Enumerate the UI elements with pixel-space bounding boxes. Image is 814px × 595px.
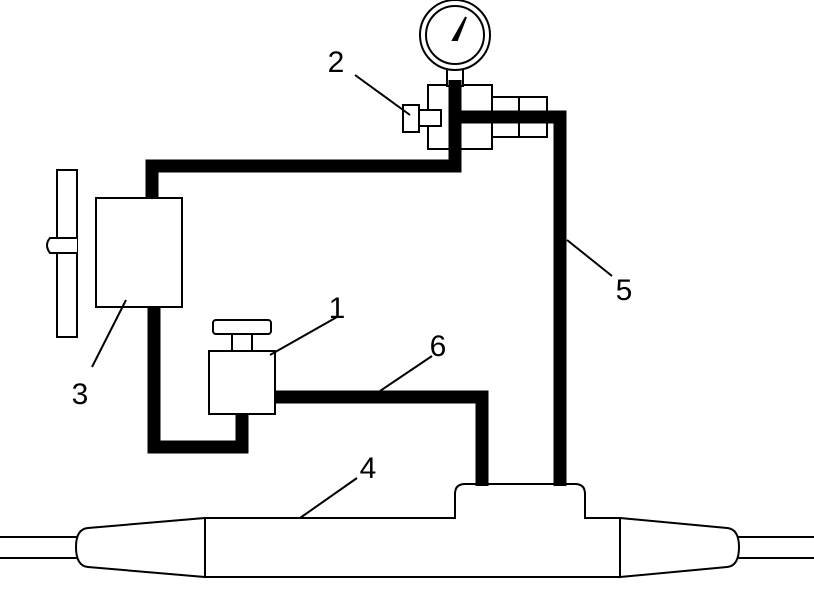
- leader-2: [354, 74, 411, 116]
- regulator-knob: [212, 319, 272, 335]
- leader-3: [91, 299, 127, 368]
- valve-3: [46, 169, 183, 338]
- callout-6: 6: [430, 330, 447, 363]
- regulator-neck: [231, 333, 253, 352]
- hose-valve-to-gauge: [145, 80, 462, 198]
- callout-2: 2: [328, 46, 345, 79]
- leader-1: [269, 316, 338, 356]
- regulator-body: [208, 350, 276, 415]
- right-cone: [619, 516, 741, 579]
- regulator-1: [208, 319, 276, 415]
- hose-valve-to-regulator: [147, 307, 249, 454]
- callout-5: 5: [616, 274, 633, 307]
- valve-body: [95, 197, 183, 308]
- callout-3: 3: [72, 378, 89, 411]
- bolt-shank: [416, 109, 442, 127]
- valve-stem: [46, 237, 77, 254]
- hoses: [145, 80, 567, 486]
- bolt-head: [402, 104, 420, 133]
- leader-4: [299, 477, 358, 519]
- leader-6: [379, 355, 433, 392]
- hose-6: [274, 390, 489, 486]
- joint-body: [204, 483, 621, 578]
- left-cone: [74, 516, 206, 579]
- callout-1: 1: [329, 292, 346, 325]
- leader-lines: [91, 74, 613, 519]
- pipeline: [0, 483, 814, 579]
- block-passages: [448, 80, 566, 166]
- callout-4: 4: [360, 452, 377, 485]
- gauge-assembly: [402, 0, 548, 150]
- gauge-needle: [451, 16, 467, 41]
- leader-5: [566, 239, 613, 277]
- callout-labels: 2 1 6 5 3 4: [72, 46, 633, 485]
